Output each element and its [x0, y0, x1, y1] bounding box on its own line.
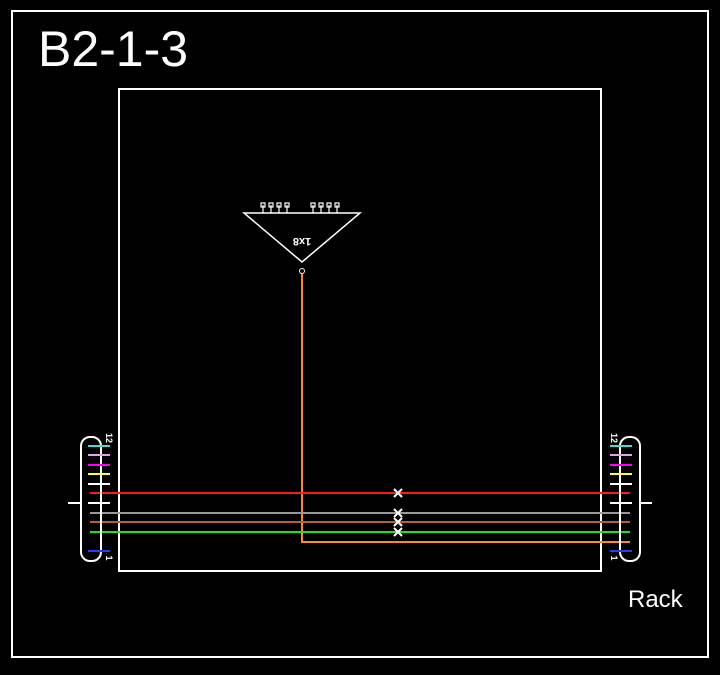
splitter-1x8[interactable]: 1x8: [241, 202, 363, 274]
connector-top-label: 12: [609, 433, 619, 443]
connector-bottom-label: 1: [104, 555, 114, 560]
splice-mark: [393, 517, 403, 527]
splice-mark: [393, 488, 403, 498]
splice-marks: [393, 488, 403, 537]
connector-ticks: [88, 445, 110, 552]
splitter-outputs: [260, 202, 340, 213]
fiber-orange[interactable]: [301, 274, 630, 543]
connector-ticks: [610, 445, 632, 552]
splice-mark: [393, 527, 403, 537]
connector-body: [80, 436, 102, 562]
diagram-title: B2-1-3: [38, 21, 189, 77]
outer-frame: [11, 10, 709, 658]
connector-body: [619, 436, 641, 562]
splitter-input-port: [299, 268, 305, 274]
left-connector[interactable]: 12 1: [68, 433, 114, 562]
splitter-label: 1x8: [293, 235, 311, 247]
splitter-body: [241, 212, 363, 263]
rack-label: Rack: [628, 586, 683, 613]
connector-top-label: 12: [104, 433, 114, 443]
cabinet-box: [118, 88, 602, 572]
connector-bottom-label: 1: [609, 555, 619, 560]
splice-mark: [393, 508, 403, 518]
right-connector[interactable]: 12 1: [609, 433, 652, 562]
